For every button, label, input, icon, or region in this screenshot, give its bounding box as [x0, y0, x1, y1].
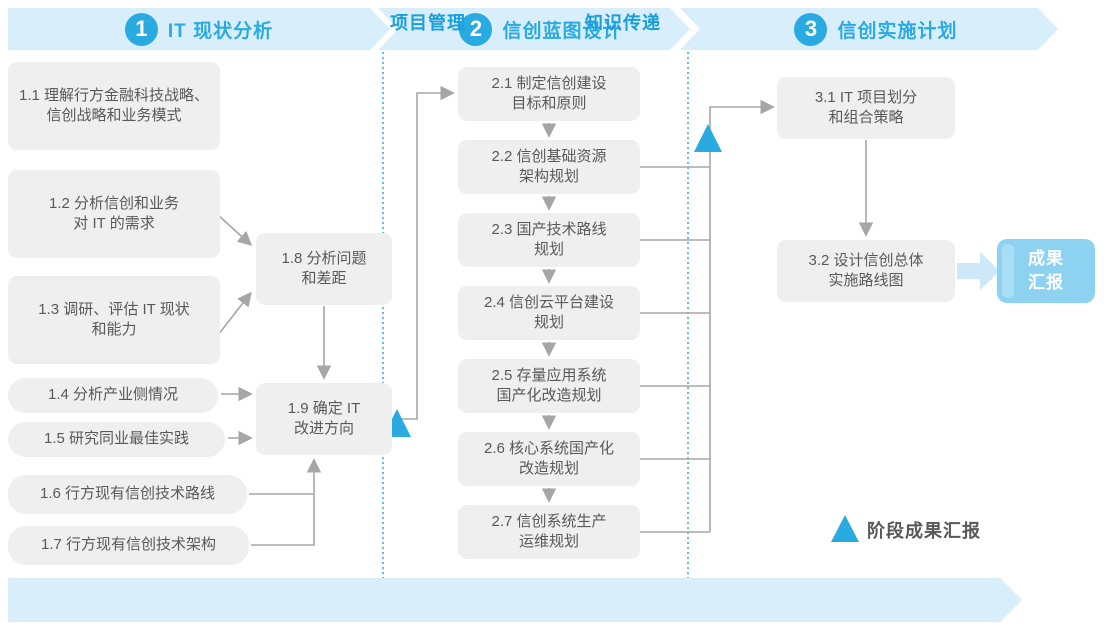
bottom-banner	[8, 578, 1022, 622]
arrow-1-3-to-1-8	[217, 291, 252, 336]
task-box-2-2: 2.2 信创基础资源 架构规划	[458, 140, 640, 194]
task-box-1-4: 1.4 分析产业侧情况	[8, 378, 218, 413]
task-text: 1.3 调研、评估 IT 现状	[38, 300, 190, 318]
task-text: 规划	[533, 314, 564, 331]
result-text: 成果	[1028, 249, 1064, 269]
result-report-box: 成果 汇报	[997, 239, 1095, 303]
task-box-1-7: 1.7 行方现有信创技术架构	[8, 526, 249, 565]
task-text: 2.5 存量应用系统	[491, 366, 607, 384]
legend-label: 阶段成果汇报	[867, 521, 981, 541]
task-text: 运维规划	[518, 533, 579, 550]
result-box-highlight-stripe	[1002, 244, 1014, 298]
task-box-3-1: 3.1 IT 项目划分 和组合策略	[777, 77, 955, 139]
task-box-1-8: 1.8 分析问题 和差距	[256, 233, 392, 305]
task-box-1-5: 1.5 研究同业最佳实践	[8, 422, 225, 457]
task-box-2-7: 2.7 信创系统生产 运维规划	[458, 505, 640, 559]
task-text: 2.2 信创基础资源	[491, 147, 607, 165]
task-text: 规划	[533, 241, 564, 258]
bottom-banner-label-project-management: 项目管理	[390, 13, 466, 33]
phase-banner-1: 1 IT 现状分析	[8, 8, 390, 50]
task-box-2-3: 2.3 国产技术路线 规划	[458, 213, 640, 267]
phase-banner-2: 2 信创蓝图设计	[378, 8, 690, 50]
task-text: 2.3 国产技术路线	[491, 220, 607, 238]
task-text: 1.9 确定 IT	[287, 399, 361, 417]
task-text: 对 IT 的需求	[73, 215, 155, 232]
arrow-bus-to-3-1	[709, 99, 775, 532]
task-box-1-9: 1.9 确定 IT 改进方向	[256, 383, 392, 455]
task-text: 和组合策略	[828, 109, 904, 126]
phase-title: IT 现状分析	[167, 20, 274, 42]
task-text: 1.2 分析信创和业务	[48, 194, 180, 212]
phase-title: 信创实施计划	[837, 20, 958, 42]
task-box-2-4: 2.4 信创云平台建设 规划	[458, 286, 640, 340]
task-box-2-1: 2.1 制定信创建设 目标和原则	[458, 67, 640, 121]
line-1-7-join	[251, 494, 315, 546]
task-text: 1.4 分析产业侧情况	[47, 386, 179, 404]
task-box-1-3: 1.3 调研、评估 IT 现状 和能力	[8, 276, 220, 364]
task-text: 3.2 设计信创总体	[808, 251, 924, 269]
task-text: 目标和原则	[511, 95, 587, 112]
task-text: 1.8 分析问题	[281, 249, 367, 267]
phase-banner-3: 3 信创实施计划	[680, 8, 1058, 50]
phase-number-badge: 2	[459, 13, 492, 46]
arrow-1-2-to-1-8	[217, 214, 253, 246]
arrow-1-9-to-2-1	[392, 85, 455, 420]
task-text: 2.1 制定信创建设	[491, 74, 607, 92]
task-text: 实施路线图	[828, 272, 904, 289]
phase-number-badge: 3	[794, 13, 827, 46]
task-text: 3.1 IT 项目划分	[814, 88, 918, 106]
task-text: 1.5 研究同业最佳实践	[43, 430, 190, 448]
task-box-3-2: 3.2 设计信创总体 实施路线图	[777, 240, 955, 302]
task-text: 和能力	[91, 321, 137, 338]
task-text: 国产化改造规划	[496, 387, 602, 404]
phase-title: 信创蓝图设计	[502, 20, 623, 42]
task-text: 改造规划	[518, 460, 579, 477]
task-text: 2.4 信创云平台建设	[483, 293, 615, 311]
task-text: 信创战略和业务模式	[46, 107, 182, 124]
legend-triangle-icon	[831, 515, 859, 542]
task-text: 2.7 信创系统生产	[491, 512, 607, 530]
task-box-1-1: 1.1 理解行方金融科技战略、 信创战略和业务模式	[8, 62, 220, 150]
task-text: 架构规划	[518, 168, 579, 185]
task-text: 1.1 理解行方金融科技战略、	[18, 86, 210, 104]
task-text: 2.6 核心系统国产化	[483, 439, 615, 457]
task-box-1-2: 1.2 分析信创和业务 对 IT 的需求	[8, 170, 220, 258]
task-text: 1.6 行方现有信创技术路线	[39, 485, 216, 503]
result-text: 汇报	[1028, 273, 1064, 292]
soft-arrow-3-2-to-result	[957, 252, 1000, 290]
task-box-1-6: 1.6 行方现有信创技术路线	[8, 475, 247, 514]
milestone-triangle-phase2	[694, 124, 722, 152]
task-box-2-5: 2.5 存量应用系统 国产化改造规划	[458, 359, 640, 413]
task-text: 和差距	[301, 270, 347, 287]
bottom-banner-label-knowledge-transfer: 知识传递	[585, 13, 661, 33]
task-box-2-6: 2.6 核心系统国产化 改造规划	[458, 432, 640, 486]
phase-number-badge: 1	[125, 13, 158, 46]
task-text: 改进方向	[293, 420, 354, 437]
task-text: 1.7 行方现有信创技术架构	[40, 536, 217, 554]
